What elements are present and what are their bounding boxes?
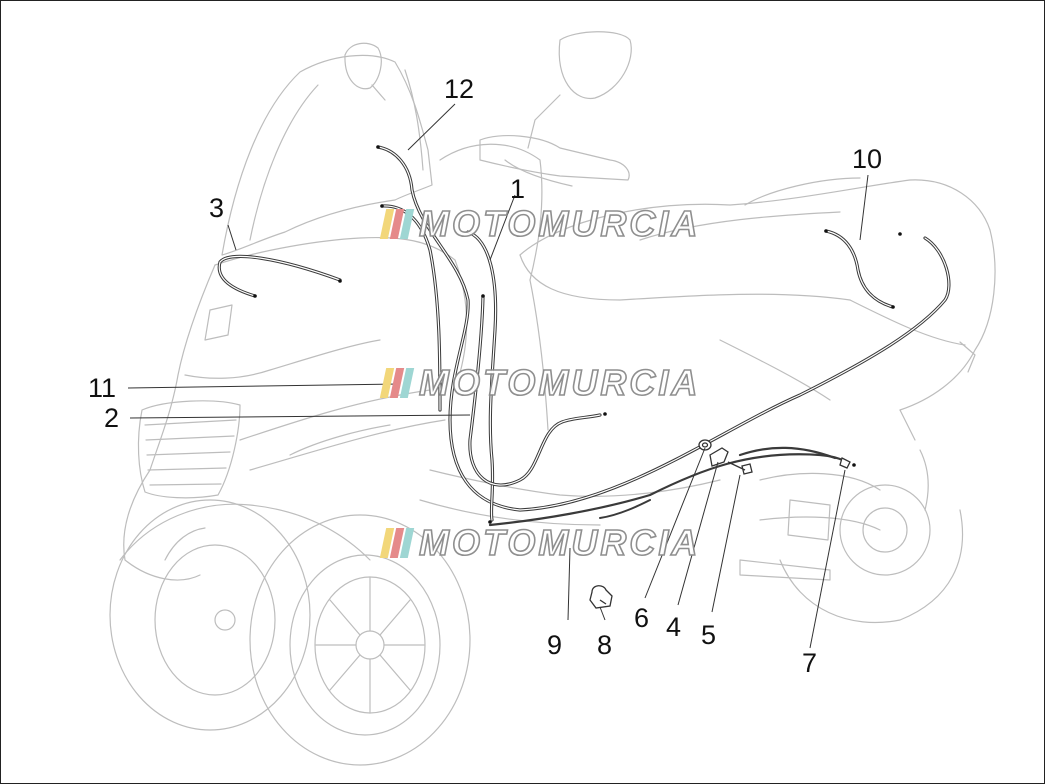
watermark-top: MOTOMURCIA: [379, 202, 701, 245]
watermark-text: MOTOMURCIA: [418, 202, 701, 245]
callout-4: 4: [666, 612, 682, 642]
callout-7: 7: [802, 648, 818, 678]
cable-3: [217, 254, 342, 298]
callout-6: 6: [634, 603, 650, 633]
watermark-stripes: [379, 528, 415, 558]
callout-5: 5: [701, 620, 717, 650]
bolt-5: [727, 461, 753, 475]
cable-end-dots: [253, 145, 902, 524]
cable-end-7: [839, 457, 851, 469]
hardware-parts: [589, 439, 851, 609]
watermark-text: MOTOMURCIA: [418, 361, 701, 404]
callout-3: 3: [209, 193, 225, 223]
leader-lines: [127, 103, 869, 649]
watermark-stripes: [379, 209, 415, 239]
callout-8: 8: [597, 630, 613, 660]
cable-7: [738, 446, 837, 460]
scooter-outline: [109, 31, 996, 766]
callout-11: 11: [88, 373, 117, 403]
cable-9: [488, 453, 850, 527]
callout-2: 2: [104, 403, 120, 433]
watermark-middle: MOTOMURCIA: [379, 361, 701, 404]
callout-12: 12: [444, 74, 475, 104]
callout-9: 9: [547, 630, 563, 660]
cable-10: [824, 229, 895, 309]
watermark-bottom: MOTOMURCIA: [379, 521, 701, 564]
watermark-stripes: [379, 368, 415, 398]
clamp-8: [589, 585, 613, 609]
callout-1: 1: [510, 174, 526, 204]
cable-12: [376, 145, 951, 512]
watermark-text: MOTOMURCIA: [418, 521, 701, 564]
callout-10: 10: [852, 144, 883, 174]
bracket-4: [709, 447, 729, 467]
